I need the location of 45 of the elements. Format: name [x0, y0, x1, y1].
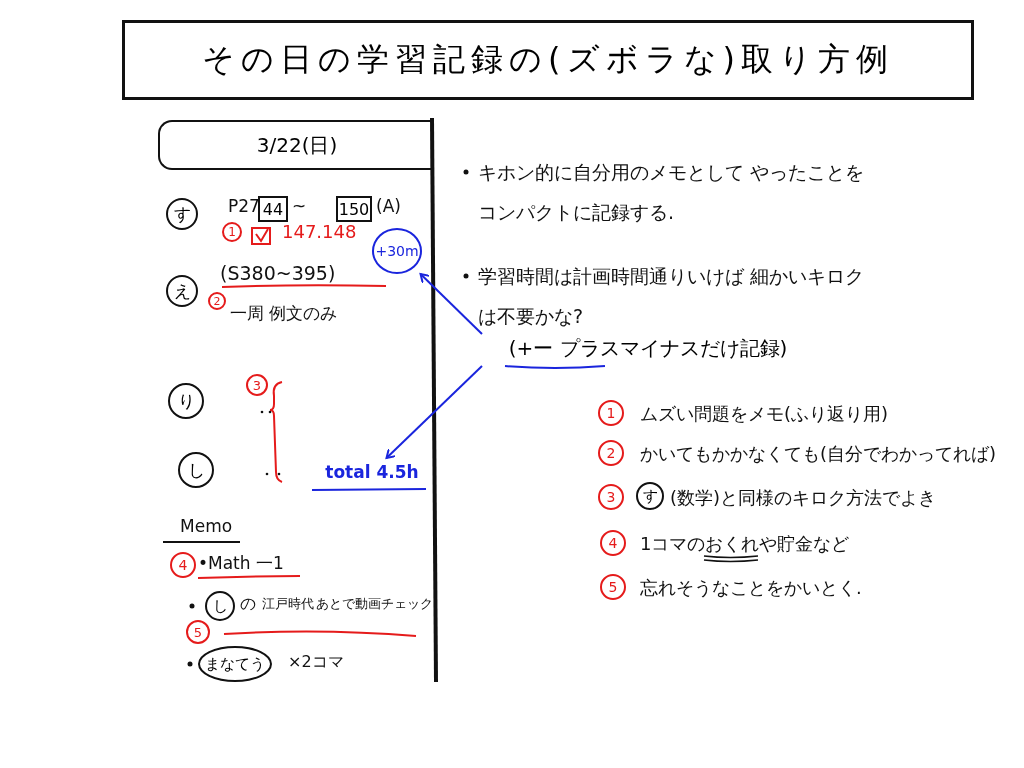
subject-circle: し: [178, 452, 214, 488]
note-text: (+ー プラスマイナスだけ記録): [478, 328, 818, 368]
subject-circle: す: [636, 482, 664, 510]
number-circle: 3: [246, 374, 268, 396]
problem-number-text: 147.148: [282, 221, 357, 242]
list-item: (数学)と同様のキロク方法でよき: [670, 486, 937, 510]
tilde-text: ~: [292, 196, 307, 216]
total-text: total 4.5h: [316, 458, 428, 486]
title-box: その日の学習記録の(ズボラな)取り方例: [122, 20, 974, 100]
arrow: [419, 273, 483, 335]
number-circle: 5: [600, 574, 626, 600]
memo-text: の: [240, 594, 256, 615]
subject-circle: す: [166, 198, 198, 230]
number-circle: 2: [598, 440, 624, 466]
number-circle: 1: [222, 222, 242, 242]
subject-circle: し: [205, 591, 235, 621]
memo-text: ×2コマ: [288, 652, 344, 673]
time-circle: +30m: [372, 228, 422, 274]
note-text: 学習時間は計画時間通りいけば 細かいキロクは不要かな?: [478, 264, 866, 329]
list-item: ムズい問題をメモ(ふり返り用): [640, 402, 889, 426]
page-number-box: 44: [258, 196, 288, 222]
list-item: かいてもかかなくても(自分でわかってれば): [640, 442, 997, 466]
number-circle: 3: [598, 484, 624, 510]
page-text: P27: [228, 196, 260, 216]
memo-heading: Memo: [180, 516, 233, 536]
arrow: [385, 365, 483, 459]
page-number-box: 150: [336, 196, 372, 222]
word-circle: まなてう: [198, 646, 272, 682]
memo-text: あとで動画チェック: [316, 595, 433, 613]
number-circle: 4: [170, 552, 196, 578]
list-item: 忘れそうなことをかいとく.: [640, 576, 862, 600]
subject-circle: り: [168, 383, 204, 419]
number-circle: 2: [208, 292, 226, 310]
subject-circle: え: [166, 275, 198, 307]
number-circle: 5: [186, 620, 210, 644]
list-item: 1コマのおくれや貯金など: [640, 532, 850, 556]
memo-text: 江戸時代: [262, 595, 314, 613]
range-text: (S380~395): [220, 262, 336, 284]
date-band: 3/22(日): [158, 120, 434, 170]
note-text: キホン的に自分用のメモとして やったことをコンパクトに記録する.: [478, 160, 866, 225]
memo-item: •Math 一1: [198, 552, 284, 575]
number-circle: 4: [600, 530, 626, 556]
review-text: 一周 例文のみ: [230, 302, 338, 325]
number-circle: 1: [598, 400, 624, 426]
answer-text: (A): [376, 196, 401, 216]
